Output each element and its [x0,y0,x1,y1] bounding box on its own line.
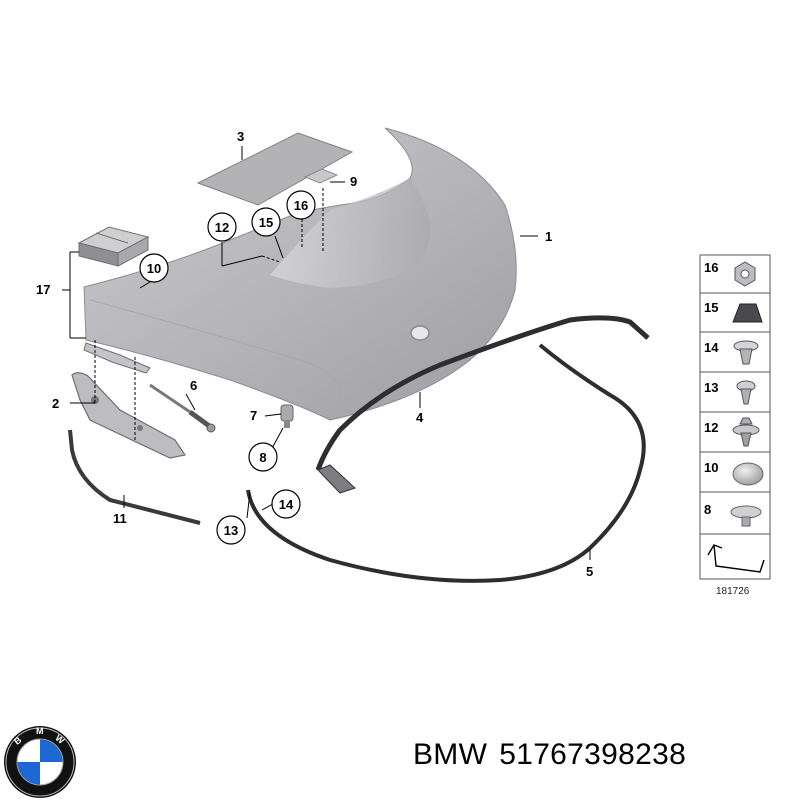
seal-4 [315,315,650,494]
svg-text:8: 8 [704,502,711,517]
svg-text:2: 2 [52,396,59,411]
svg-text:12: 12 [215,220,229,235]
svg-text:14: 14 [279,497,294,512]
svg-text:9: 9 [350,174,357,189]
callout-3: 3 [237,129,244,144]
callout-13: 13 [216,515,246,545]
svg-text:4: 4 [416,410,424,425]
callout-12: 12 [207,212,237,242]
callout-14: 14 [271,489,301,519]
brand-name: BMW [413,738,488,771]
seal-5 [246,343,646,583]
legend-reference-icon [707,544,765,573]
svg-text:16: 16 [294,198,308,213]
part-caption: BMW 51767398238 [413,738,698,772]
legend-item-10: 10 [704,460,764,486]
svg-text:12: 12 [704,420,718,435]
svg-text:15: 15 [259,215,273,230]
small-pad-9 [303,168,339,184]
gas-strut-6 [149,383,216,433]
svg-text:10: 10 [704,460,718,475]
seal-11 [68,429,201,525]
legend-item-13: 13 [704,380,756,405]
svg-text:11: 11 [113,511,127,526]
block-17 [77,226,150,267]
svg-text:15: 15 [704,300,718,315]
svg-text:7: 7 [250,408,257,423]
part-number: 51767398238 [499,738,687,771]
svg-text:17: 17 [36,282,50,297]
svg-text:8: 8 [259,450,266,465]
svg-text:1: 1 [545,229,552,244]
svg-text:13: 13 [224,523,238,538]
diagram-reference-number: 181726 [716,586,750,597]
callout-15: 15 [251,207,281,237]
callout-7: 7 [250,408,257,423]
legend-item-8: 8 [704,502,762,527]
callout-6: 6 [190,378,197,393]
svg-text:16: 16 [704,260,718,275]
hinge-2 [71,342,186,459]
bmw-logo: B M W [4,726,76,798]
svg-text:181726: 181726 [716,586,750,597]
svg-text:13: 13 [704,380,718,395]
callout-17: 17 [36,282,50,297]
legend-item-16: 16 [704,260,756,287]
legend-item-12: 12 [704,417,760,447]
svg-text:3: 3 [237,129,244,144]
callout-11: 11 [113,511,127,526]
hood [83,127,517,421]
svg-text:M: M [36,726,44,736]
svg-text:6: 6 [190,378,197,393]
clip-7 [280,404,294,428]
insulation-pad-3 [196,132,354,206]
legend-item-15: 15 [704,300,763,323]
callout-16: 16 [286,190,316,220]
callout-5: 5 [586,564,593,579]
svg-text:5: 5 [586,564,593,579]
fastener-legend: 16 15 14 13 12 10 8 [699,254,771,580]
callout-2: 2 [52,396,59,411]
callout-9: 9 [350,174,357,189]
callout-8: 8 [248,442,278,472]
svg-text:14: 14 [704,340,719,355]
callout-4: 4 [416,410,424,425]
svg-text:10: 10 [147,261,161,276]
legend-item-14: 14 [704,340,759,365]
svg-text:B: B [12,734,24,746]
callout-10: 10 [139,253,169,283]
callout-1: 1 [545,229,552,244]
